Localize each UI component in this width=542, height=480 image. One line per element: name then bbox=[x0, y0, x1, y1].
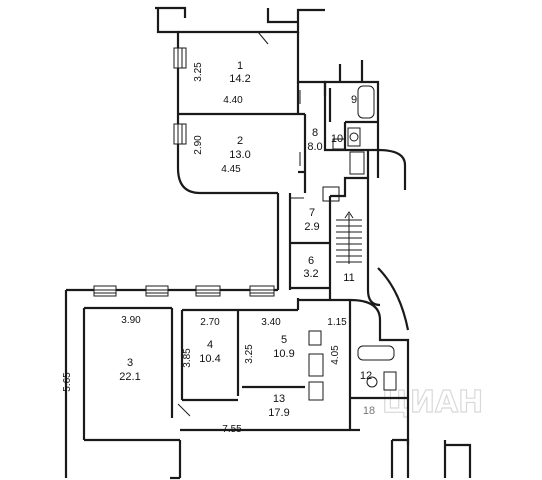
room-number-5: 5 bbox=[281, 334, 287, 346]
room-number-3: 3 bbox=[127, 357, 133, 369]
room-area-5: 10.9 bbox=[273, 348, 294, 360]
room-number-9: 9 bbox=[351, 94, 357, 106]
room-number-6: 6 bbox=[308, 255, 314, 267]
room-width-4: 2.70 bbox=[200, 317, 220, 328]
stove-icon bbox=[322, 186, 340, 202]
window bbox=[145, 285, 169, 297]
kitchen-sink-icon bbox=[349, 151, 365, 175]
room-area-4: 10.4 bbox=[199, 353, 220, 365]
window bbox=[93, 285, 117, 297]
room-number-1: 1 bbox=[237, 60, 243, 72]
room-depth-2: 2.90 bbox=[193, 135, 204, 155]
room-area-2: 13.0 bbox=[229, 149, 250, 161]
fixtures bbox=[308, 85, 397, 401]
dim-4-05: 4.05 bbox=[330, 345, 341, 365]
room-width-2: 4.45 bbox=[221, 164, 241, 175]
toilet2-icon bbox=[366, 376, 378, 388]
toilet-icon bbox=[349, 132, 359, 142]
room-number-18: 18 bbox=[363, 405, 375, 417]
room-area-1: 14.2 bbox=[229, 73, 250, 85]
doors bbox=[177, 31, 322, 431]
room-number-12: 12 bbox=[360, 370, 372, 382]
room-width-3: 3.90 bbox=[121, 315, 141, 326]
room-area-6: 3.2 bbox=[303, 268, 318, 280]
room-number-2: 2 bbox=[237, 135, 243, 147]
room-labels: 1 14.2 4.40 3.25 2 13.0 4.45 2.90 8 8.0 … bbox=[62, 60, 375, 435]
room-number-8: 8 bbox=[312, 127, 318, 139]
sink-icon bbox=[347, 127, 361, 147]
room-number-13: 13 bbox=[273, 393, 285, 405]
window bbox=[249, 285, 275, 297]
room-number-7: 7 bbox=[309, 207, 315, 219]
room-area-7: 2.9 bbox=[304, 221, 319, 233]
staircase bbox=[336, 211, 362, 264]
dim-1-15: 1.15 bbox=[327, 317, 347, 328]
sink3-icon bbox=[383, 371, 397, 391]
watermark: ЦИАН bbox=[382, 385, 483, 420]
room-number-11: 11 bbox=[343, 272, 354, 284]
room-width-1: 4.40 bbox=[223, 95, 243, 106]
room-depth-5: 3.25 bbox=[244, 344, 255, 364]
room-number-10: 10 bbox=[331, 133, 343, 145]
shower-icon bbox=[308, 381, 324, 401]
windows bbox=[93, 47, 275, 297]
room-depth-3: 5.65 bbox=[62, 372, 73, 392]
bathtub-icon bbox=[357, 85, 375, 119]
window bbox=[173, 123, 187, 145]
room-number-4: 4 bbox=[207, 339, 213, 351]
window bbox=[173, 47, 187, 69]
room-depth-1: 3.25 bbox=[193, 62, 204, 82]
room-area-8: 8.0 bbox=[307, 141, 322, 153]
room-depth-4: 3.85 bbox=[182, 348, 193, 368]
outlet-icon bbox=[308, 330, 322, 346]
room-area-13: 17.9 bbox=[268, 407, 289, 419]
window bbox=[195, 285, 221, 297]
sink2-icon bbox=[308, 353, 324, 377]
room-width-5: 3.40 bbox=[261, 317, 281, 328]
bathtub2-icon bbox=[357, 345, 395, 361]
room-width-13: 7.55 bbox=[222, 424, 242, 435]
room-area-3: 22.1 bbox=[119, 371, 140, 383]
radiator-icon bbox=[332, 138, 346, 150]
